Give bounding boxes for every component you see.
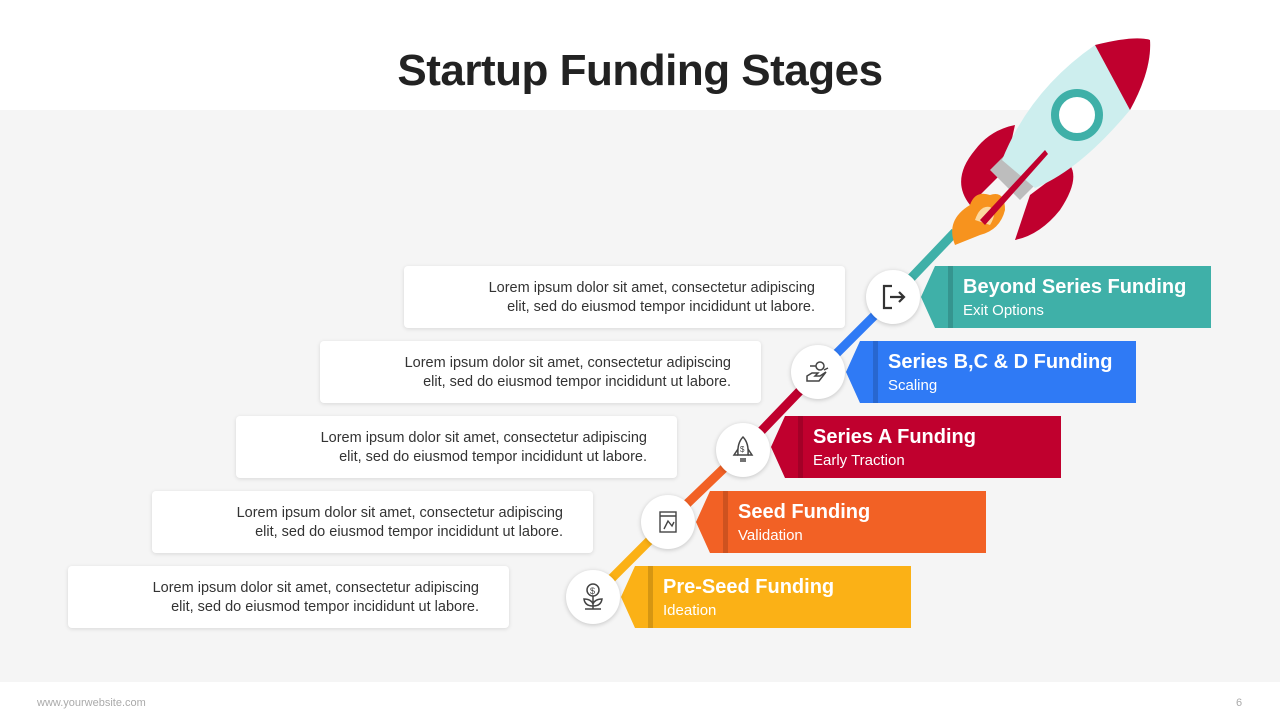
dollar-plant-icon: $	[566, 570, 620, 624]
stage-subtitle: Early Traction	[813, 452, 905, 469]
stage-subtitle: Validation	[738, 527, 803, 544]
stage-description: Lorem ipsum dolor sit amet, consectetur …	[152, 491, 593, 553]
stage-title: Pre-Seed Funding	[663, 576, 835, 598]
stage-banner: Series B,C & D Funding Scaling	[846, 341, 1136, 403]
stage-subtitle: Ideation	[663, 602, 717, 619]
stage-description: Lorem ipsum dolor sit amet, consectetur …	[404, 266, 845, 328]
exit-icon	[866, 270, 920, 324]
stage-title: Beyond Series Funding	[963, 276, 1187, 298]
page-title: Startup Funding Stages	[397, 46, 883, 95]
stage-title: Seed Funding	[738, 501, 871, 523]
description-line-1: Lorem ipsum dolor sit amet, consectetur …	[404, 355, 731, 371]
stage-banner: Seed Funding Validation	[696, 491, 986, 553]
description-line-2: elit, sed do eiusmod tempor incididunt u…	[255, 524, 563, 540]
rocket-dollar-icon: $	[716, 423, 770, 477]
money-exchange-hand-icon	[791, 345, 845, 399]
banner-divider	[723, 491, 728, 553]
description-line-1: Lorem ipsum dolor sit amet, consectetur …	[236, 505, 563, 521]
stage-description: Lorem ipsum dolor sit amet, consectetur …	[320, 341, 761, 403]
description-line-1: Lorem ipsum dolor sit amet, consectetur …	[488, 280, 815, 296]
stage-title: Series A Funding	[813, 426, 976, 448]
svg-text:$: $	[590, 586, 595, 596]
stage-description: Lorem ipsum dolor sit amet, consectetur …	[236, 416, 677, 478]
rocket-illustration	[952, 38, 1151, 245]
stage-title: Series B,C & D Funding	[888, 351, 1113, 373]
banner-divider	[948, 266, 953, 328]
svg-text:$: $	[740, 445, 745, 454]
description-line-2: elit, sed do eiusmod tempor incididunt u…	[171, 599, 479, 615]
stage-description: Lorem ipsum dolor sit amet, consectetur …	[68, 566, 509, 628]
banner-divider	[873, 341, 878, 403]
stage-subtitle: Scaling	[888, 377, 938, 394]
stage-subtitle: Exit Options	[963, 302, 1044, 319]
footer-website: www.yourwebsite.com	[37, 697, 146, 709]
description-line-2: elit, sed do eiusmod tempor incididunt u…	[423, 374, 731, 390]
page-number: 6	[1236, 697, 1243, 709]
stage-banner: Pre-Seed Funding Ideation	[621, 566, 911, 628]
description-line-1: Lorem ipsum dolor sit amet, consectetur …	[320, 430, 647, 446]
stage-banner: Beyond Series Funding Exit Options	[921, 266, 1211, 328]
description-line-2: elit, sed do eiusmod tempor incididunt u…	[339, 449, 647, 465]
document-chart-icon	[641, 495, 695, 549]
stage-banner: Series A Funding Early Traction	[771, 416, 1061, 478]
banner-divider	[798, 416, 803, 478]
description-line-2: elit, sed do eiusmod tempor incididunt u…	[507, 299, 815, 315]
banner-divider	[648, 566, 653, 628]
description-line-1: Lorem ipsum dolor sit amet, consectetur …	[152, 580, 479, 596]
